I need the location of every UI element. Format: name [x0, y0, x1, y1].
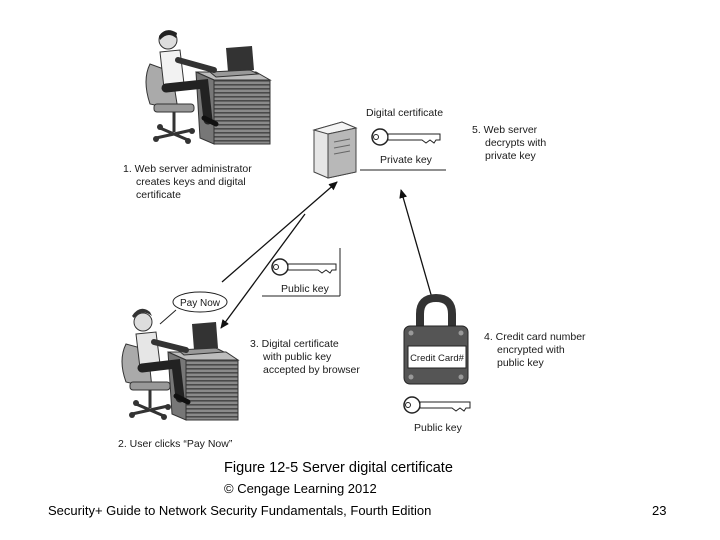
step4-line-2: encrypted with	[497, 344, 565, 356]
copyright-notice: © Cengage Learning 2012	[224, 481, 377, 496]
step4-text: 4. Credit card number encrypted with pub…	[484, 331, 588, 369]
step1-line-2: creates keys and digital	[136, 176, 246, 188]
public-key-icon-middle	[271, 258, 337, 276]
step5-text: 5. Web server decrypts with private key	[472, 124, 549, 162]
pay-now-callout: Pay Now	[159, 291, 228, 325]
user-illustration	[121, 308, 240, 421]
step4-line-3: public key	[497, 357, 544, 369]
public-key-icon-bottom	[403, 396, 471, 414]
step5-line-1: 5. Web server	[472, 124, 538, 136]
padlock-icon: Credit Card#	[403, 293, 469, 385]
page-number: 23	[652, 503, 667, 518]
step1-text: 1. Web server administrator creates keys…	[123, 163, 255, 201]
credit-card-label: Credit Card#	[410, 353, 465, 364]
footer-title: Security+ Guide to Network Security Fund…	[48, 503, 432, 518]
step3-line-2: with public key	[262, 351, 332, 363]
web-server-icon	[312, 121, 358, 179]
step5-line-3: private key	[485, 150, 537, 162]
step4-line-1: 4. Credit card number	[484, 331, 586, 343]
private-key-icon	[371, 128, 441, 146]
certificate-request-arrow	[221, 181, 338, 283]
private-key-label: Private key	[380, 154, 433, 166]
step1-line-1: 1. Web server administrator	[123, 163, 252, 175]
step3-text: 3. Digital certificate with public key a…	[250, 338, 360, 376]
step3-line-3: accepted by browser	[263, 364, 360, 376]
step5-line-2: decrypts with	[485, 137, 546, 149]
encrypted-data-arrow	[399, 189, 433, 299]
step3-line-1: 3. Digital certificate	[250, 338, 339, 350]
figure-caption: Figure 12-5 Server digital certificate	[224, 460, 453, 476]
administrator-illustration	[145, 30, 272, 145]
pay-now-label: Pay Now	[180, 298, 221, 309]
public-key-label-bottom: Public key	[414, 422, 463, 434]
step1-line-3: certificate	[136, 189, 181, 201]
public-key-label-middle: Public key	[281, 283, 330, 295]
step2-text: 2. User clicks “Pay Now”	[118, 438, 233, 450]
public-key-certificate: Public key	[262, 248, 341, 297]
certificate-delivery-arrow	[220, 213, 306, 329]
digital-certificate-label: Digital certificate	[366, 107, 443, 119]
